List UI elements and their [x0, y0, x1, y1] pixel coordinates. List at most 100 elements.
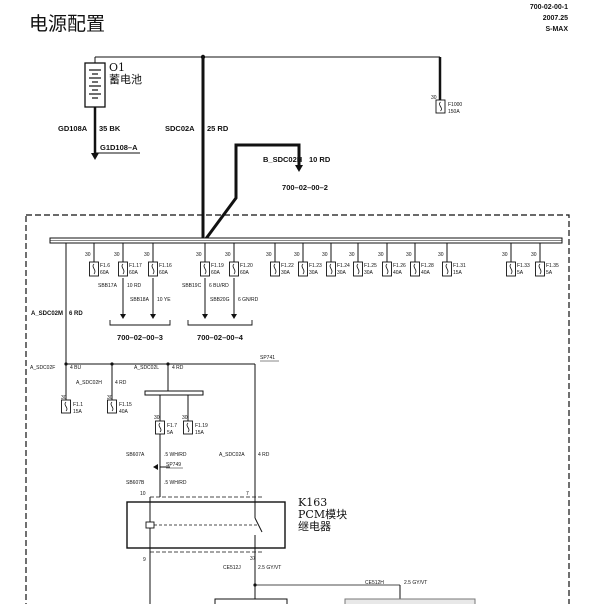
fuse-rating: 60A [100, 270, 110, 276]
wire-h-id: A_SDC02H [76, 380, 102, 386]
group-bracket [109, 320, 171, 326]
sb607b-id: SB607B [126, 480, 145, 486]
wire-f-id: A_SDC02F [30, 365, 55, 371]
fuse-name: F1.19 [211, 263, 224, 269]
fuse-rating: 5A [517, 270, 524, 276]
fuse-rating: 40A [393, 270, 403, 276]
sb607b-spec: .5 WH/RD [164, 480, 187, 486]
fuse-icon [382, 261, 392, 277]
fuse-rating: 40A [421, 270, 431, 276]
relay-line1: PCM模块 [298, 508, 347, 521]
fuse-pin: 30 [502, 252, 508, 258]
mid-wire-2-id: SBB18A [130, 297, 150, 303]
fuse-rating: 15A [453, 270, 463, 276]
sub-bus-bar [144, 390, 204, 396]
fuse-icon [410, 261, 420, 277]
f11-pin: 30 [61, 395, 67, 401]
f115-pin: 30 [107, 395, 113, 401]
fuse-icon [183, 420, 193, 435]
f1000-name: F1000 [448, 102, 462, 108]
fuse-name: F1.25 [364, 263, 377, 269]
fuse-pin: 30 [378, 252, 384, 258]
fuse-icon [107, 399, 117, 414]
branch-ref: 700–02–00–2 [282, 183, 328, 192]
fuse-box-boundary [25, 214, 570, 604]
doc-model: S-MAX [545, 26, 568, 33]
ground-icon [91, 153, 99, 160]
fuse-name: F1.20 [240, 263, 253, 269]
f119-pin: 30 [182, 415, 188, 421]
f17-pin: 30 [154, 415, 160, 421]
fuse-icon [61, 399, 71, 414]
fuse-name: F1.26 [393, 263, 406, 269]
fuse-name: F1.31 [453, 263, 466, 269]
fuse-name: F1.33 [517, 263, 530, 269]
fuse-icon [270, 261, 280, 277]
doc-code: 700-02-00-1 [530, 4, 568, 11]
sb607a-id: SB607A [126, 452, 145, 458]
f119-rating: 15A [195, 430, 205, 436]
mid-wire-3-spec: 6 BU/RD [209, 283, 229, 289]
fuse-pin: 30 [406, 252, 412, 258]
mid-wire-4-id: SBB20G [210, 297, 230, 303]
fuse-rating: 60A [240, 270, 250, 276]
mid-wire-1-id: SBB17A [98, 283, 118, 289]
fuse-rating: 5A [546, 270, 553, 276]
fuse-pin: 30 [531, 252, 537, 258]
left-wire-spec: 6 RD [69, 311, 83, 317]
wire-l-spec: 4 RD [172, 365, 184, 371]
pin-37: 37 [250, 556, 256, 562]
fuse-name: F1.16 [159, 263, 172, 269]
fuse-pin: 30 [349, 252, 355, 258]
mid-wire-4-spec: 6 GN/RD [238, 297, 259, 303]
ref-3: 700–02–00–3 [117, 333, 163, 342]
ref-4: 700–02–00–4 [197, 333, 244, 342]
page-title: 电源配置 [29, 13, 105, 35]
fuse-name: F1.24 [337, 263, 350, 269]
branch-wire-id: B_SDC02H [263, 155, 302, 164]
fuse-pin: 30 [322, 252, 328, 258]
f115-rating: 40A [119, 409, 129, 415]
ce512j-id: CE512J [223, 565, 241, 571]
relay-ref: K163 [298, 496, 327, 509]
fuse-pin: 30 [294, 252, 300, 258]
mid-wire-1-spec: 10 RD [127, 283, 142, 289]
fuse-pin: 30 [266, 252, 272, 258]
fuse-rating: 60A [159, 270, 169, 276]
relay-switch-icon [254, 517, 263, 533]
main-wire-spec: 25 RD [207, 124, 229, 133]
fuse-rating: 60A [129, 270, 139, 276]
wire-f-spec: 4 BU [70, 365, 82, 371]
fuse-pin: 30 [225, 252, 231, 258]
arrow-icon [295, 165, 303, 172]
fuse-icon [435, 99, 446, 114]
fuse-pin: 30 [85, 252, 91, 258]
ground-point-label: G1D108–A [100, 143, 138, 152]
wire-l-id: A_SDC02L [134, 365, 159, 371]
f1000-pin: 30 [431, 95, 437, 101]
sb607a-spec: .5 WH/RD [164, 452, 187, 458]
arrow-icon [153, 464, 158, 470]
fuse-icon [506, 261, 516, 277]
fuse-pin: 30 [114, 252, 120, 258]
doc-date: 2007.25 [543, 15, 568, 22]
fuse-name: F1.6 [100, 263, 110, 269]
fuse-pin: 30 [196, 252, 202, 258]
fuse-icon [229, 261, 239, 277]
fuse-rating: 30A [337, 270, 347, 276]
fuse-pin: 30 [438, 252, 444, 258]
group-bracket [187, 320, 253, 326]
splice-sp741: SP741 [260, 355, 275, 361]
f11-name: F1.1 [73, 402, 83, 408]
fuse-icon [442, 261, 452, 277]
